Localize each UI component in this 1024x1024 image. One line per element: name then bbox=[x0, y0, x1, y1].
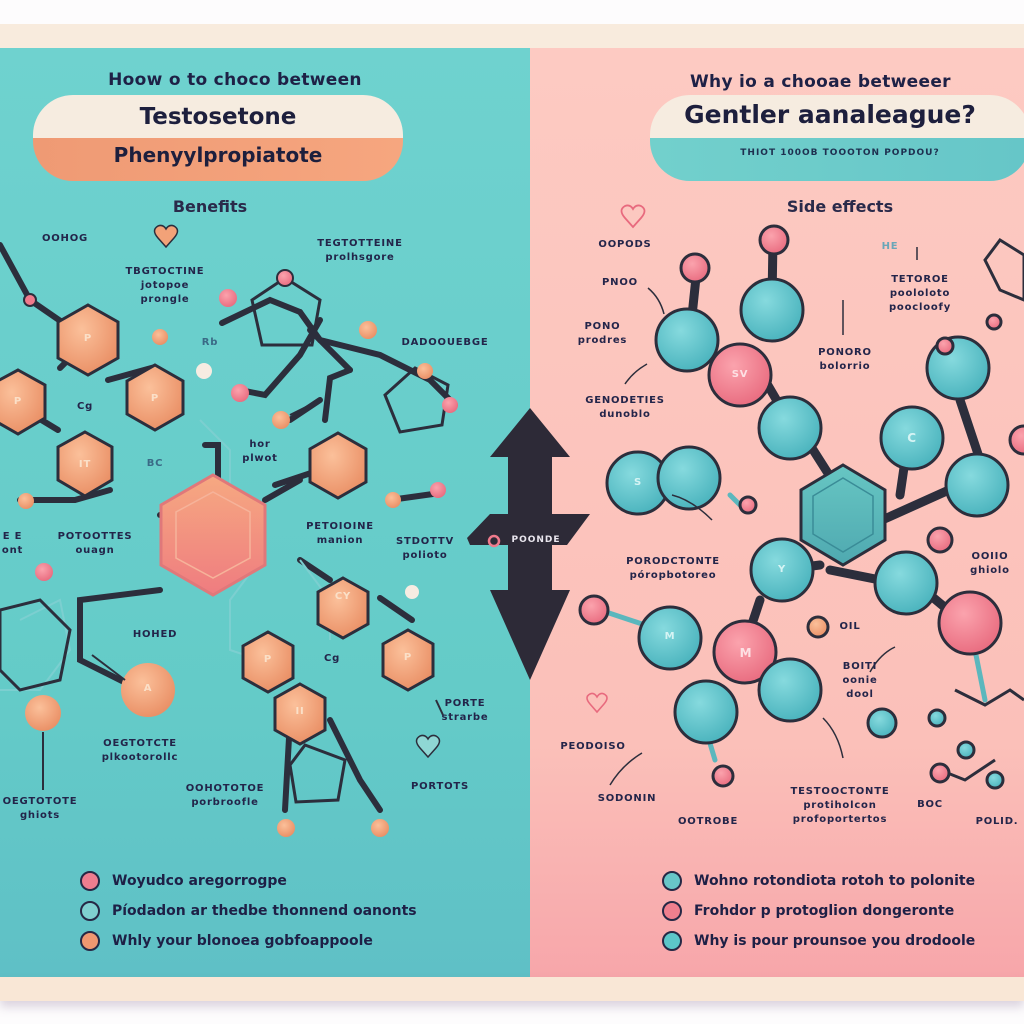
legend-text: Woyudco aregorrogpe bbox=[112, 873, 287, 889]
molecule-label: PETOIOINE manion bbox=[306, 521, 374, 546]
molecule-label: TETOROE poololoto poocloofy bbox=[888, 274, 952, 313]
legend-dot-icon bbox=[80, 901, 100, 921]
molecule-label: PORTOTS bbox=[410, 781, 470, 792]
atom-letter: IT bbox=[78, 459, 92, 470]
molecule-label: BOC bbox=[917, 799, 943, 810]
left-pre-title: Hoow o to choco between bbox=[108, 70, 362, 90]
molecule-label: PNOO bbox=[602, 277, 638, 288]
molecule-label: OOTROBE bbox=[678, 816, 739, 827]
molecule-label: OEGTOTCTE plkootorollc bbox=[101, 738, 179, 763]
atom-letter: M bbox=[739, 646, 753, 660]
legend-text: Píodadon ar thedbe thonnend oanonts bbox=[112, 903, 417, 919]
left-legend: Woyudco aregorrogpe Píodadon ar thedbe t… bbox=[80, 866, 417, 956]
double-arrow-icon bbox=[467, 408, 590, 680]
molecule-label: hor plwot bbox=[242, 439, 278, 464]
right-subtitle: THIOT 100OB TOOOTON POPDOU? bbox=[740, 148, 940, 158]
atom-letter: S bbox=[633, 477, 642, 488]
arrow-label: POONDE bbox=[511, 535, 561, 545]
right-legend: Wohno rotondiota rotoh to polonite Frohd… bbox=[662, 866, 975, 956]
legend-text: Why is pour prounsoe you drodoole bbox=[694, 933, 976, 949]
legend-item: Wohno rotondiota rotoh to polonite bbox=[662, 866, 975, 896]
right-section-side-effects: Side effects bbox=[786, 197, 894, 216]
molecule-label: TESTOOCTONTE protiholcon profoportertos bbox=[790, 786, 890, 825]
molecule-label: PONO prodres bbox=[577, 321, 628, 346]
left-hex-rings bbox=[0, 303, 435, 746]
left-title-line2: Phenyylpropiatote bbox=[113, 143, 323, 167]
molecule-label: OEGTOTOTE ghiots bbox=[2, 796, 78, 821]
molecule-label: E E ont bbox=[1, 531, 24, 556]
right-title-pill bbox=[650, 95, 1024, 181]
atom-letter: SV bbox=[731, 369, 749, 380]
bottom-border bbox=[0, 977, 1024, 1001]
molecule-label: OOIIO ghiolo bbox=[970, 551, 1010, 576]
right-pre-title: Why io a chooae betweeer bbox=[690, 72, 951, 92]
molecule-label: DADOOUEBGE bbox=[401, 337, 489, 348]
left-title-line1: Testosetone bbox=[139, 104, 297, 130]
molecule-label: STDOTTV polioto bbox=[395, 536, 455, 561]
molecule-label: Cg bbox=[76, 401, 94, 412]
molecule-label: OOHOTOTOE porbroofle bbox=[185, 783, 265, 808]
molecule-label: OOHOG bbox=[41, 233, 89, 244]
molecule-label: HOHED bbox=[132, 629, 178, 640]
molecule-label: Rb bbox=[201, 337, 219, 348]
legend-dot-icon bbox=[662, 901, 682, 921]
atom-letter: P bbox=[83, 333, 93, 344]
right-pointer-lines bbox=[609, 247, 918, 786]
atom-letter: A bbox=[143, 683, 153, 694]
right-title: Gentler aanaleague? bbox=[684, 100, 976, 129]
molecule-label: BOITI oonie dool bbox=[842, 661, 878, 700]
legend-text: Frohdor p protoglion dongeronte bbox=[694, 903, 955, 919]
molecule-label: HE bbox=[881, 241, 899, 252]
heart-icon bbox=[620, 204, 646, 229]
molecule-label: OOPODS bbox=[598, 239, 652, 250]
top-border bbox=[0, 24, 1024, 48]
left-pointer-lines bbox=[42, 399, 444, 790]
legend-dot-icon bbox=[80, 871, 100, 891]
molecule-label: PONORO bolorrio bbox=[818, 347, 872, 372]
heart-icon bbox=[586, 692, 608, 714]
molecule-label: SODONIN bbox=[597, 793, 657, 804]
legend-text: Whly your blonoea gobfoappoole bbox=[112, 933, 373, 949]
left-pentagons bbox=[0, 276, 450, 804]
molecule-label: BC bbox=[146, 458, 164, 469]
molecule-label: POTOOTTES ouagn bbox=[57, 531, 133, 556]
right-atoms bbox=[578, 224, 1024, 790]
molecule-label: TBGTOCTINE jotopoe prongle bbox=[125, 266, 205, 305]
atom-letter: P bbox=[150, 393, 160, 404]
legend-item: Why is pour prounsoe you drodoole bbox=[662, 926, 975, 956]
molecule-label: PEODOISO bbox=[560, 741, 626, 752]
legend-item: Whly your blonoea gobfoappoole bbox=[80, 926, 417, 956]
arrow-label-dot-icon bbox=[487, 534, 501, 548]
atom-letter: Y bbox=[777, 564, 787, 575]
molecule-label: POLID. bbox=[975, 816, 1019, 827]
legend-dot-icon bbox=[662, 931, 682, 951]
heart-icon bbox=[153, 224, 179, 249]
atom-letter: C bbox=[907, 431, 917, 445]
atom-letter: P bbox=[263, 654, 273, 665]
heart-icon bbox=[415, 734, 441, 759]
atom-letter: II bbox=[295, 706, 305, 717]
molecule-label: OIL bbox=[839, 621, 861, 632]
molecule-label: Cg bbox=[323, 653, 341, 664]
atom-letter: P bbox=[13, 396, 23, 407]
legend-item: Píodadon ar thedbe thonnend oanonts bbox=[80, 896, 417, 926]
legend-dot-icon bbox=[662, 871, 682, 891]
right-panel-background bbox=[530, 48, 1024, 977]
left-small-atoms bbox=[18, 269, 458, 837]
left-title-pill bbox=[33, 95, 403, 181]
left-section-benefits: Benefits bbox=[172, 197, 248, 216]
atom-letter: P bbox=[403, 652, 413, 663]
molecule-label: PORTE strarbe bbox=[441, 698, 489, 723]
molecule-label: PORODCTONTE póropbotoreo bbox=[626, 556, 720, 581]
atom-letter: M bbox=[664, 631, 676, 642]
molecule-label: GENODETIES dunoblo bbox=[585, 395, 665, 420]
legend-item: Woyudco aregorrogpe bbox=[80, 866, 417, 896]
legend-dot-icon bbox=[80, 931, 100, 951]
atom-letter: CY bbox=[334, 591, 352, 602]
legend-text: Wohno rotondiota rotoh to polonite bbox=[694, 873, 976, 889]
molecule-label: TEGTOTTEINE prolhsgore bbox=[317, 238, 403, 263]
legend-item: Frohdor p protoglion dongeronte bbox=[662, 896, 975, 926]
